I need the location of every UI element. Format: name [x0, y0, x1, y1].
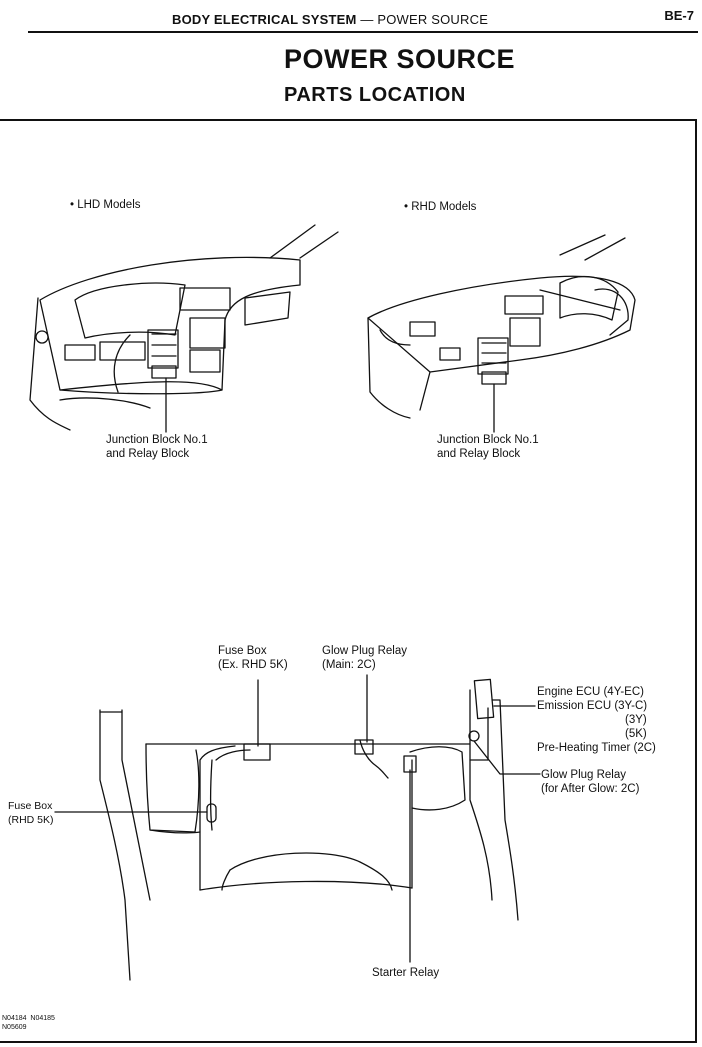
pre-heating-timer-label: Pre-Heating Timer (2C) — [537, 742, 656, 754]
header-rule — [28, 31, 698, 33]
lhd-junction-block-callout: Junction Block No.1 and Relay Block — [106, 434, 208, 460]
figure-code-2: N05609 — [2, 1024, 27, 1031]
lhd-dashboard-drawing — [29, 224, 339, 431]
glow-plug-relay-after-glow-callout: Glow Plug Relay (for After Glow: 2C) — [541, 769, 640, 795]
fuse-box-rhd-callout: Fuse Box (RHD 5K) — [8, 800, 54, 826]
engine-compartment-drawing — [99, 678, 519, 981]
figure-frame — [0, 119, 697, 1043]
page-subtitle: PARTS LOCATION — [284, 84, 466, 106]
rhd-dashboard-drawing — [367, 234, 636, 419]
rhd-junction-block-callout: Junction Block No.1 and Relay Block — [437, 434, 539, 460]
ecu-3y-label: (3Y) — [625, 714, 647, 726]
page-title: POWER SOURCE — [284, 44, 516, 74]
running-header: BODY ELECTRICAL SYSTEM — POWER SOURCE — [172, 12, 488, 27]
page-number: BE-7 — [664, 8, 694, 23]
header-section: BODY ELECTRICAL SYSTEM — [172, 12, 357, 27]
glow-plug-relay-main-callout: Glow Plug Relay (Main: 2C) — [322, 645, 408, 671]
engine-ecu-callout: Engine ECU (4Y-EC) Emission ECU (3Y-C) — [537, 686, 648, 712]
fuse-box-ex-rhd-callout: Fuse Box (Ex. RHD 5K) — [218, 645, 288, 671]
glow-plug-after-leader — [473, 740, 541, 775]
header-dash: — — [360, 12, 374, 27]
rhd-models-label: • RHD Models — [404, 201, 477, 213]
ecu-5k-label: (5K) — [625, 728, 647, 740]
figure-code-1: N04184 N04185 — [2, 1015, 55, 1022]
lhd-models-label: • LHD Models — [70, 199, 141, 211]
starter-relay-callout: Starter Relay — [372, 967, 440, 979]
header-subsection: POWER SOURCE — [377, 12, 489, 27]
